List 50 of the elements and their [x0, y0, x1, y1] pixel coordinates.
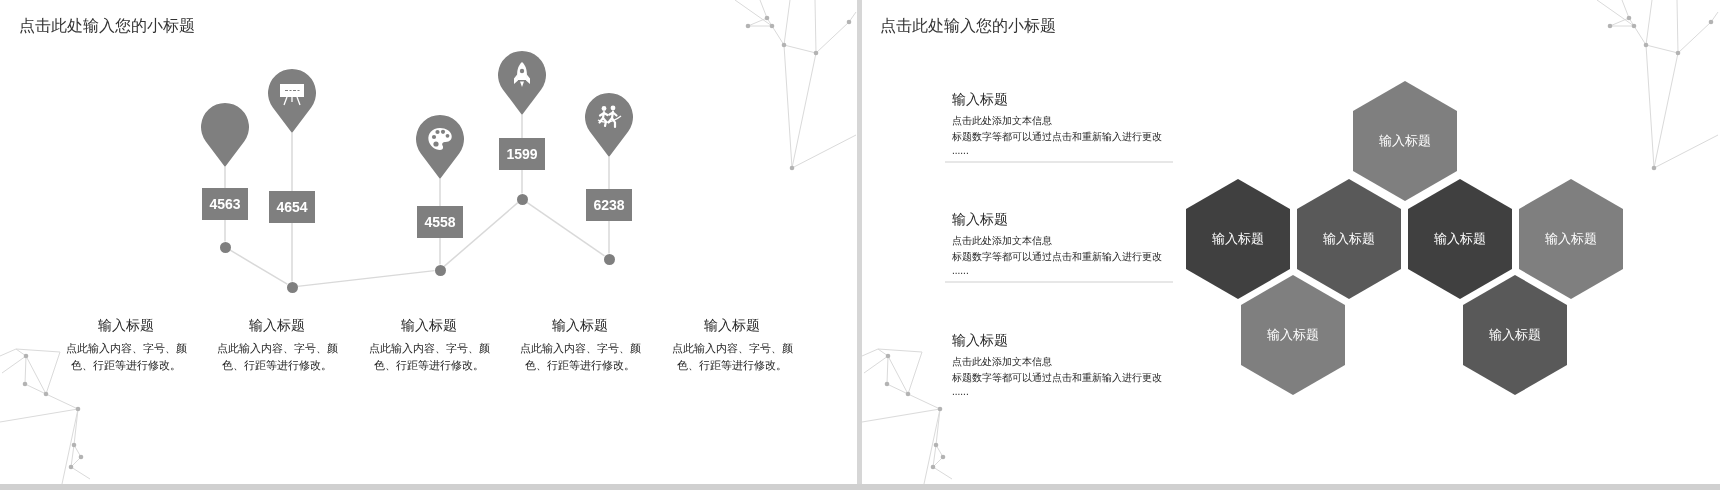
hexagon-tile: 输入标题 — [1241, 275, 1345, 395]
hexagon-tile: 输入标题 — [1353, 81, 1457, 201]
column-text: 点此输入内容、字号、颜色、行距等进行修改。 — [64, 341, 188, 373]
block-text: 点击此处添加文本信息 — [952, 234, 1052, 248]
timeline-dot — [219, 241, 231, 253]
value-tag: 4654 — [269, 191, 315, 223]
map-pin — [416, 115, 464, 179]
ellipsis-text: ...... — [952, 144, 969, 158]
connector-line — [296, 269, 436, 288]
hexagon-tile: 输入标题 — [1408, 179, 1512, 299]
column-heading: 输入标题 — [249, 316, 305, 334]
block-text: 标题数字等都可以通过点击和重新输入进行更改 — [952, 371, 1162, 385]
block-text: 标题数字等都可以通过点击和重新输入进行更改 — [952, 130, 1162, 144]
block-text: 标题数字等都可以通过点击和重新输入进行更改 — [952, 250, 1162, 264]
value-tag: 1599 — [499, 138, 545, 170]
block-heading: 输入标题 — [952, 331, 1008, 349]
value-tag: 4563 — [202, 188, 248, 220]
connector-line — [228, 249, 289, 285]
block-text: 点击此处添加文本信息 — [952, 114, 1052, 128]
hexagon-tile: 输入标题 — [1186, 179, 1290, 299]
timeline-dot — [516, 193, 528, 205]
value-tag: 4558 — [417, 206, 463, 238]
timeline-dot — [286, 281, 298, 293]
hexagon-tile: 输入标题 — [1463, 275, 1567, 395]
connector-line — [443, 201, 519, 268]
map-pin — [498, 51, 546, 115]
column-heading: 输入标题 — [401, 316, 457, 334]
block-heading: 输入标题 — [952, 210, 1008, 228]
map-pin — [268, 69, 316, 133]
map-pin — [585, 93, 633, 157]
column-text: 点此输入内容、字号、颜色、行距等进行修改。 — [670, 341, 794, 373]
slide-title: 点击此处输入您的小标题 — [880, 16, 1056, 36]
block-heading: 输入标题 — [952, 90, 1008, 108]
column-heading: 输入标题 — [704, 316, 760, 334]
column-heading: 输入标题 — [552, 316, 608, 334]
timeline-dot — [603, 253, 615, 265]
ellipsis-text: ...... — [952, 385, 969, 399]
hexagon-tile: 输入标题 — [1297, 179, 1401, 299]
column-text: 点此输入内容、字号、颜色、行距等进行修改。 — [367, 341, 491, 373]
column-text: 点此输入内容、字号、颜色、行距等进行修改。 — [518, 341, 642, 373]
column-heading: 输入标题 — [98, 316, 154, 334]
value-tag: 6238 — [586, 189, 632, 221]
column-text: 点此输入内容、字号、颜色、行距等进行修改。 — [215, 341, 339, 373]
hexagon-tile: 输入标题 — [1519, 179, 1623, 299]
slide-title: 点击此处输入您的小标题 — [19, 16, 195, 36]
connector-line — [525, 201, 606, 257]
block-text: 点击此处添加文本信息 — [952, 355, 1052, 369]
timeline-dot — [434, 264, 446, 276]
map-pin — [201, 103, 249, 167]
ellipsis-text: ...... — [952, 264, 969, 278]
